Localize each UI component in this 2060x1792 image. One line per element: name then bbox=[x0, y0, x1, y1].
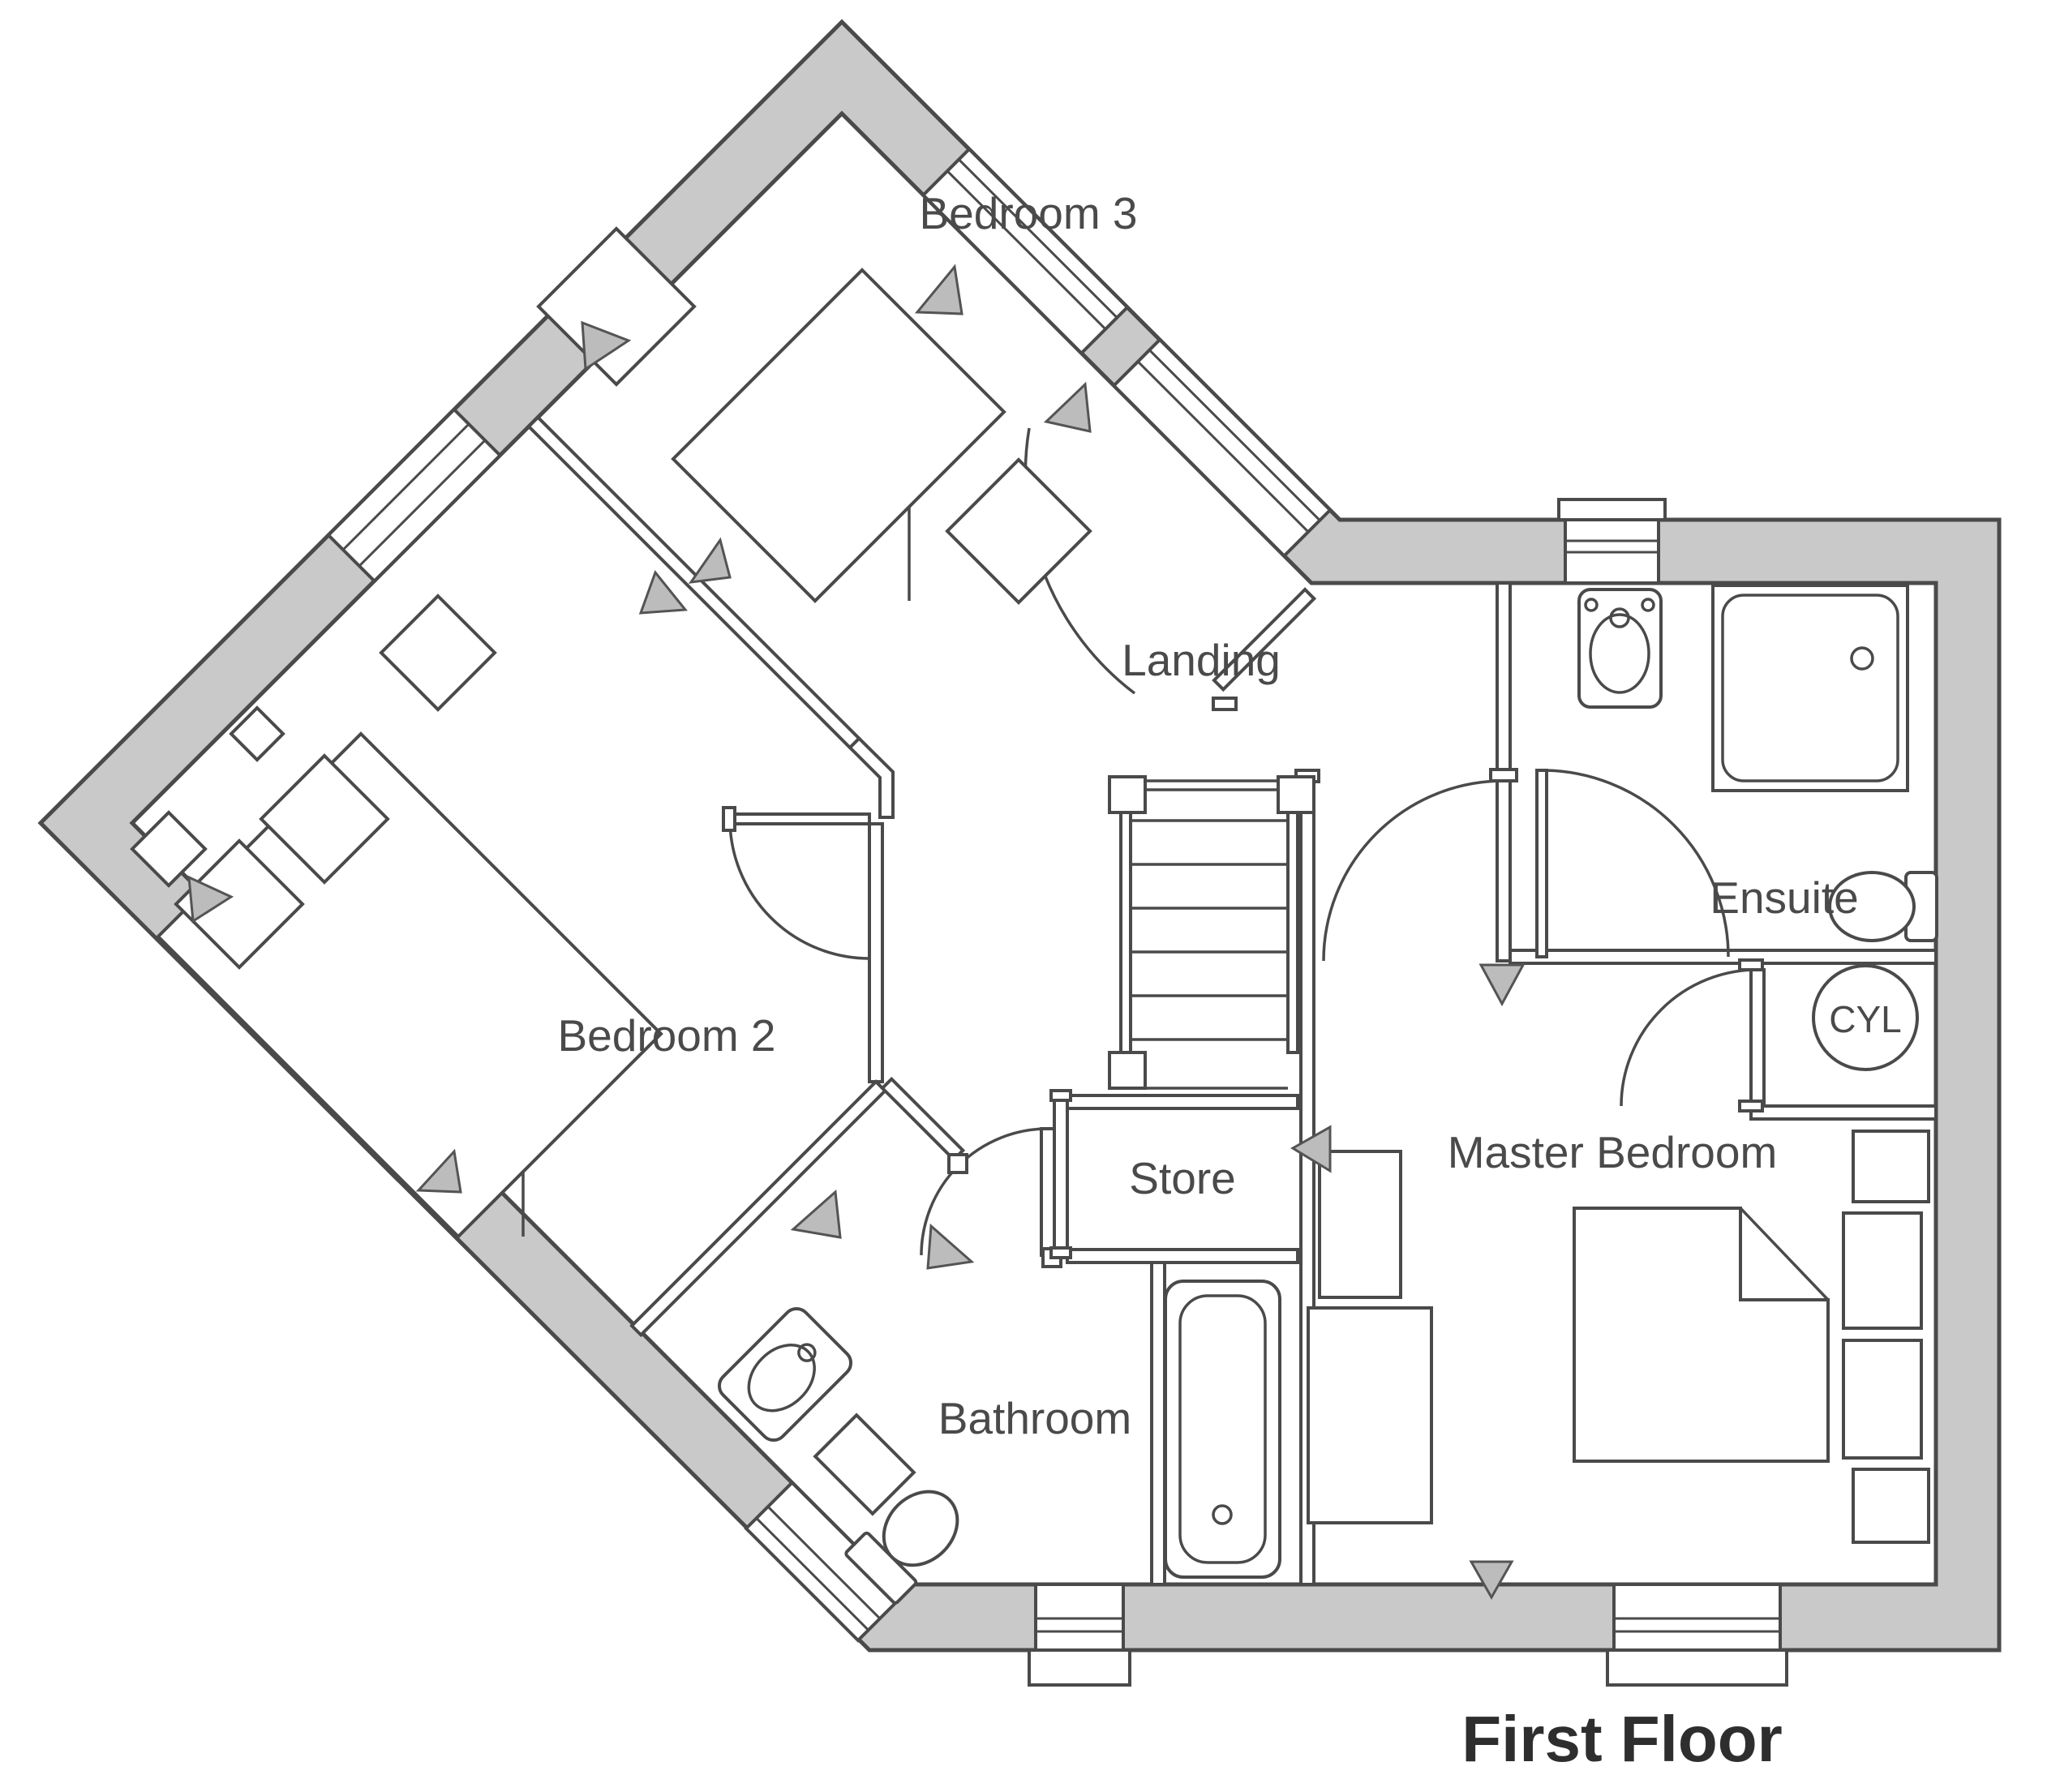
master-bedroom-door-leaf bbox=[1496, 779, 1512, 962]
bath-alcove-wall bbox=[1150, 1261, 1166, 1586]
partition-bedroom2-bathroom bbox=[629, 1079, 888, 1338]
store-south-wall bbox=[1066, 1248, 1299, 1264]
jamb bbox=[947, 1153, 968, 1174]
master-bedroom-door-swing bbox=[1322, 779, 1504, 962]
jamb bbox=[1738, 958, 1764, 971]
bathroom-basin bbox=[717, 1306, 853, 1443]
bathroom-shelf bbox=[813, 1413, 916, 1516]
direction-markers bbox=[187, 264, 1526, 1601]
marker-triangle bbox=[914, 264, 963, 315]
partition-landing-bathroom bbox=[880, 1076, 966, 1162]
ensuite-west-wall bbox=[1496, 581, 1512, 782]
window-master-bedroom bbox=[1606, 1583, 1788, 1687]
ensuite-door-leaf bbox=[1535, 769, 1548, 958]
master-wardrobes bbox=[1307, 1150, 1433, 1524]
ensuite-label: Ensuite bbox=[1710, 872, 1858, 923]
hot-water-cylinder bbox=[1812, 964, 1919, 1071]
jamb bbox=[1049, 1089, 1072, 1102]
marker-triangle bbox=[1478, 963, 1526, 1007]
window-ensuite bbox=[1557, 498, 1667, 585]
stair-newel-post bbox=[1108, 775, 1147, 814]
marker-triangle bbox=[581, 320, 632, 371]
jamb bbox=[1738, 1100, 1764, 1112]
marker-triangle bbox=[790, 1189, 842, 1239]
master-bedroom-label: Master Bedroom bbox=[1448, 1127, 1778, 1177]
stair-treads bbox=[1131, 819, 1288, 1090]
window-bedroom2-upper bbox=[326, 407, 503, 584]
master-bedside-units bbox=[1842, 1130, 1930, 1544]
cylinder-cupboard-door-leaf bbox=[1749, 968, 1766, 1108]
bathroom-label: Bathroom bbox=[938, 1393, 1131, 1443]
marker-triangle bbox=[415, 1148, 462, 1194]
ensuite-toilet bbox=[1828, 871, 1938, 942]
bathroom-toilet bbox=[844, 1490, 959, 1605]
plan-title: First Floor bbox=[1461, 1703, 1783, 1775]
marker-triangle bbox=[638, 569, 688, 615]
bedroom2-bed bbox=[156, 731, 663, 1239]
bedroom3-chest bbox=[945, 457, 1092, 605]
partition-bedroom2-landing bbox=[868, 822, 884, 1083]
stair-rail-left bbox=[1119, 811, 1132, 1054]
partition-stairwell-guard bbox=[1212, 587, 1317, 692]
marker-triangle bbox=[1469, 1560, 1514, 1601]
bathroom-door-leaf bbox=[1040, 1127, 1056, 1257]
cylinder-cupboard-south-wall bbox=[1749, 1104, 1938, 1121]
exterior-walls bbox=[37, 19, 2002, 1653]
jamb bbox=[722, 806, 736, 832]
window-bottom-left bbox=[1028, 1583, 1131, 1687]
bedroom3-nightstand bbox=[536, 226, 697, 387]
ensuite-door-swing bbox=[1541, 769, 1730, 958]
store-label: Store bbox=[1129, 1153, 1235, 1203]
bedroom2-door-leaf bbox=[728, 812, 871, 825]
store-north-wall bbox=[1066, 1094, 1299, 1110]
ensuite-basin bbox=[1577, 588, 1663, 709]
jamb bbox=[1049, 1246, 1072, 1259]
jamb bbox=[1489, 768, 1518, 782]
window-bedroom3-lower bbox=[1111, 337, 1333, 559]
bedroom2-label: Bedroom 2 bbox=[557, 1010, 775, 1061]
bedroom3-bed bbox=[671, 268, 1006, 603]
marker-triangle bbox=[187, 875, 234, 924]
marker-triangle bbox=[1043, 381, 1092, 433]
bedroom2-door-swing bbox=[728, 818, 870, 960]
bedroom2-nightstand bbox=[379, 594, 497, 712]
marker-triangle bbox=[1290, 1125, 1332, 1173]
landing-label: Landing bbox=[1122, 635, 1281, 685]
marker-triangle bbox=[688, 537, 732, 584]
stair-newel-post bbox=[1108, 1051, 1147, 1090]
cylinder-label: CYL bbox=[1829, 998, 1901, 1040]
window-bedroom3-upper bbox=[921, 147, 1130, 356]
stair-rail-right bbox=[1286, 811, 1299, 1054]
staircase bbox=[1108, 775, 1315, 1090]
bedroom3-label: Bedroom 3 bbox=[919, 188, 1137, 238]
jamb bbox=[1212, 697, 1238, 711]
ensuite-south-wall bbox=[1509, 949, 1938, 965]
bedroom2-nightstand bbox=[130, 810, 208, 888]
partition-elbow bbox=[848, 735, 895, 819]
shower bbox=[1711, 584, 1909, 792]
cylinder-cupboard-door-swing bbox=[1620, 968, 1758, 1107]
doors bbox=[728, 427, 1766, 1257]
bathtub bbox=[1164, 1280, 1281, 1579]
master-bed bbox=[1573, 1207, 1830, 1463]
marker-triangle bbox=[926, 1223, 975, 1270]
stair-newel-post bbox=[1277, 775, 1315, 814]
bedroom2-nightstand bbox=[229, 705, 285, 762]
store-west-wall bbox=[1053, 1094, 1069, 1254]
bedroom2-pillow bbox=[259, 753, 390, 885]
